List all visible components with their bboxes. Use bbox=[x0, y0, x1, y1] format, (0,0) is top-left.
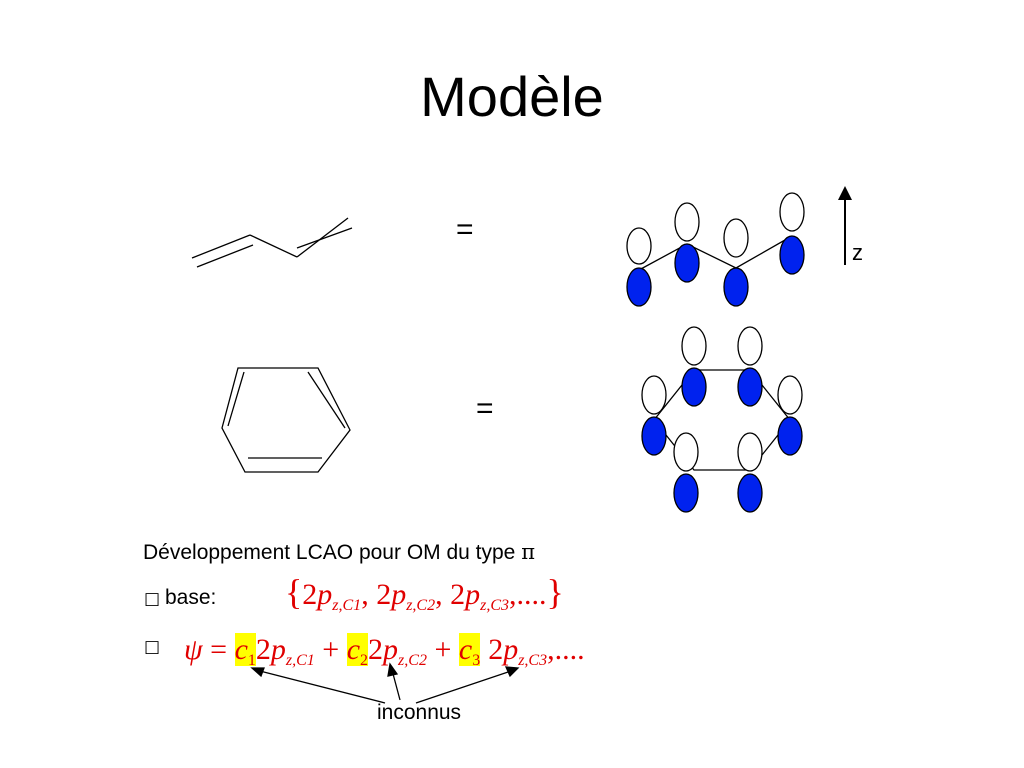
benzene-structure bbox=[221, 367, 351, 473]
butadiene-orbitals bbox=[626, 192, 805, 307]
p-orbital-lobe-empty bbox=[723, 218, 749, 258]
p-orbital-lobe-empty bbox=[673, 432, 699, 472]
basis-term: 2pz,C2, bbox=[376, 578, 451, 614]
p-orbital-lobe-filled bbox=[673, 473, 699, 513]
bond bbox=[196, 244, 254, 268]
bond bbox=[249, 234, 298, 258]
lcao-heading-text: Développement LCAO pour OM du type bbox=[143, 541, 522, 564]
p-orbital-lobe-empty bbox=[777, 375, 803, 415]
unknowns-label: inconnus bbox=[377, 701, 462, 724]
p-orbital-lobe-filled bbox=[626, 267, 652, 307]
bond bbox=[296, 227, 353, 249]
p-orbital-lobe-filled bbox=[779, 235, 805, 275]
double-bond-inner bbox=[307, 371, 346, 429]
equals-sign: = bbox=[476, 392, 494, 425]
p-orbital-lobe-filled bbox=[641, 416, 667, 456]
equals-operator: = bbox=[202, 633, 235, 666]
p-orbital-lobe-filled bbox=[681, 367, 707, 407]
double-bond-inner bbox=[227, 371, 245, 427]
p-orbital-lobe-filled bbox=[777, 416, 803, 456]
p-orbital-lobe-empty bbox=[641, 375, 667, 415]
p-orbital-lobe-filled bbox=[737, 473, 763, 513]
bullet-icon: □ bbox=[144, 589, 161, 609]
plus-operator: + bbox=[314, 633, 347, 666]
p-orbital-lobe-empty bbox=[674, 202, 700, 242]
benzene-orbitals bbox=[641, 326, 803, 513]
bullet-icon: □ bbox=[144, 637, 161, 657]
plus-operator: + bbox=[426, 633, 459, 666]
close-brace: } bbox=[546, 572, 564, 612]
p-orbital-lobe-filled bbox=[674, 243, 700, 283]
z-axis-arrow bbox=[838, 186, 852, 265]
series-ellipsis: ,.... bbox=[547, 633, 585, 666]
pi-symbol: π bbox=[521, 540, 536, 564]
wavefunction-term: c22pz,C2 bbox=[346, 633, 427, 669]
bond bbox=[296, 217, 349, 258]
p-orbital-lobe-filled bbox=[737, 367, 763, 407]
p-orbital-lobe-empty bbox=[626, 227, 652, 265]
basis-set-formula: {2pz,C1, 2pz,C2, 2pz,C3,....} bbox=[285, 572, 564, 614]
lcao-heading: Développement LCAO pour OM du type π bbox=[143, 539, 535, 566]
wavefunction-term: c12pz,C1 bbox=[234, 633, 315, 669]
basis-term: 2pz,C3,.... bbox=[450, 578, 547, 614]
p-orbital-lobe-empty bbox=[737, 326, 763, 366]
coefficient-highlight: c1 bbox=[234, 633, 256, 669]
p-orbital-lobe-empty bbox=[681, 326, 707, 366]
slide-title: Modèle bbox=[420, 65, 604, 128]
base-label: base: bbox=[165, 586, 217, 609]
equals-sign: = bbox=[456, 213, 474, 246]
open-brace: { bbox=[285, 572, 303, 612]
psi-symbol: ψ bbox=[184, 633, 203, 666]
coefficient-highlight: c3 bbox=[458, 633, 481, 669]
z-axis-label: z bbox=[852, 240, 863, 265]
butadiene-structure bbox=[191, 217, 353, 268]
benzene-ring bbox=[221, 367, 351, 473]
coefficient-highlight: c2 bbox=[346, 633, 369, 669]
sigma-framework bbox=[638, 235, 793, 271]
unknowns-arrows bbox=[250, 662, 520, 704]
bond bbox=[191, 234, 251, 259]
p-orbital-lobe-empty bbox=[737, 432, 763, 472]
p-orbital-lobe-empty bbox=[779, 192, 805, 232]
p-orbital-lobe-filled bbox=[723, 267, 749, 307]
basis-term: 2pz,C1, bbox=[302, 578, 377, 614]
